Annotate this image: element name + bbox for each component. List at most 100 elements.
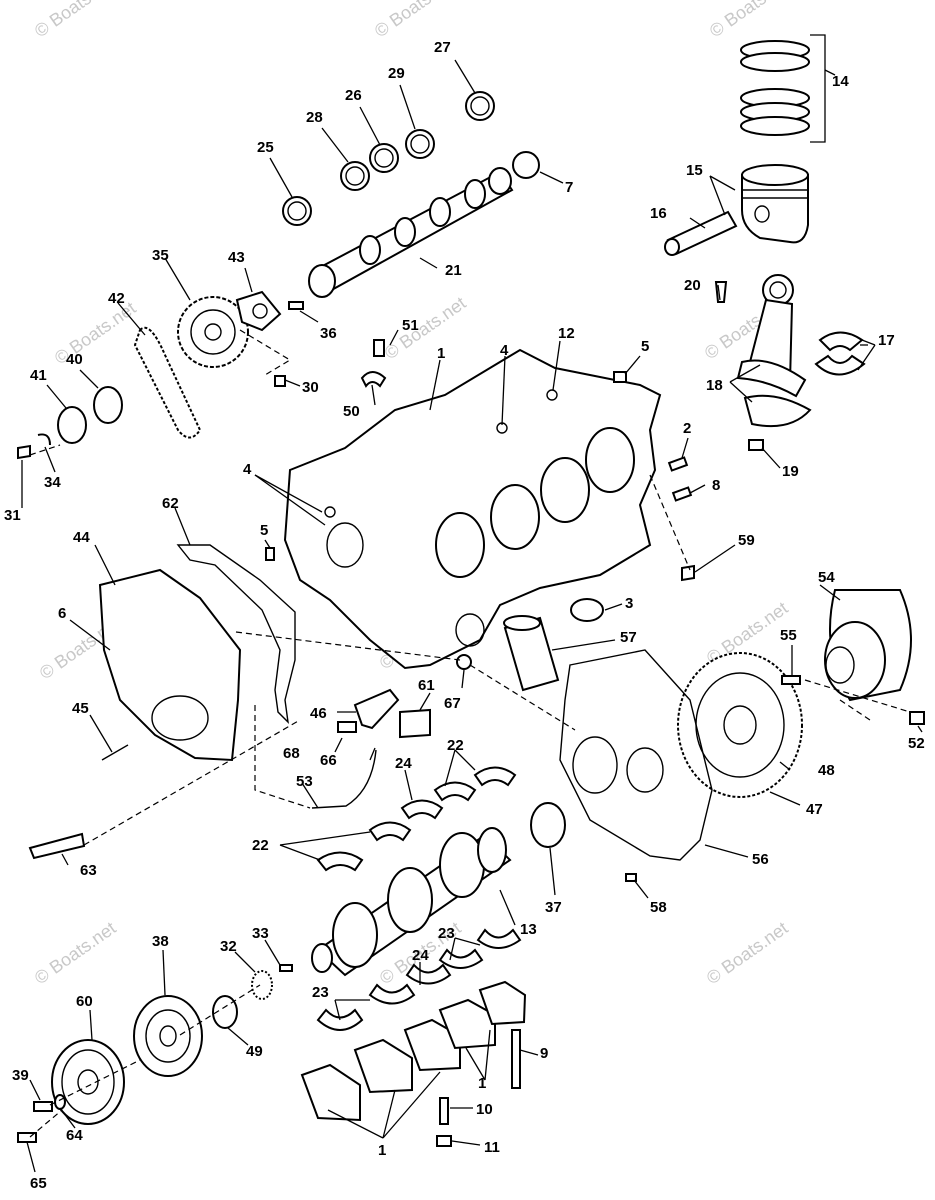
- cam-sprocket: [177, 296, 249, 368]
- watermark: © Boats.net: [31, 0, 120, 41]
- crank-gear: [251, 970, 273, 1000]
- callout-57: 57: [620, 629, 637, 646]
- callout-46: 46: [310, 705, 327, 722]
- expansion-plug: [570, 598, 604, 622]
- oil-filter: [503, 615, 560, 692]
- callout-60: 60: [76, 993, 93, 1010]
- watermark: © Boats.net: [703, 918, 792, 988]
- crank-sprocket: [57, 386, 123, 444]
- stud: [781, 675, 801, 685]
- callout-2: 2: [683, 420, 691, 437]
- main-cap-bolt: [511, 1029, 521, 1089]
- callout-27: 27: [434, 39, 451, 56]
- callout-21: 21: [445, 262, 462, 279]
- callout-42: 42: [108, 290, 125, 307]
- camshaft-bearing: [340, 161, 370, 191]
- callout-33: 33: [252, 925, 269, 942]
- dowel-pin: [288, 301, 304, 310]
- camshaft-bearing: [465, 91, 495, 121]
- callout-labels: 27 29 26 28 25 7 14 15 16 21 35 43 42 36…: [4, 39, 925, 1192]
- camshaft-bearing: [282, 196, 312, 226]
- callout-55: 55: [780, 627, 797, 644]
- callout-32: 32: [220, 938, 237, 955]
- harmonic-balancer: [133, 995, 203, 1077]
- callout-26: 26: [345, 87, 362, 104]
- callout-17: 17: [878, 332, 895, 349]
- callout-48: 48: [818, 762, 835, 779]
- bolt: [274, 375, 286, 387]
- callout-49: 49: [246, 1043, 263, 1060]
- callout-1: 1: [478, 1075, 486, 1092]
- rod-nut: [748, 439, 764, 451]
- cam-plug: [512, 151, 540, 179]
- rod-bolt: [714, 281, 728, 303]
- camshaft-bearing: [405, 129, 435, 159]
- connecting-rod: [736, 274, 812, 428]
- callout-16: 16: [650, 205, 667, 222]
- callout-35: 35: [152, 247, 169, 264]
- callout-5: 5: [641, 338, 649, 355]
- piston-rings: [740, 40, 810, 136]
- callout-31: 31: [4, 507, 21, 524]
- callout-24: 24: [412, 947, 429, 964]
- callout-44: 44: [73, 529, 90, 546]
- callout-15: 15: [686, 162, 703, 179]
- plug: [613, 371, 627, 383]
- bolt: [373, 339, 385, 357]
- callout-5: 5: [260, 522, 268, 539]
- piston-pin: [664, 210, 738, 256]
- leader-lines: [21, 34, 923, 1173]
- callout-11: 11: [484, 1139, 500, 1156]
- screw: [625, 873, 637, 882]
- callout-1: 1: [437, 345, 445, 362]
- callout-14: 14: [832, 73, 849, 90]
- watermark: © Boats.net: [706, 0, 795, 41]
- callout-13: 13: [520, 921, 537, 938]
- callout-41: 41: [30, 367, 47, 384]
- main-bearing-cap: [300, 980, 527, 1122]
- callout-58: 58: [650, 899, 667, 916]
- callout-36: 36: [320, 325, 337, 342]
- plug: [671, 486, 693, 502]
- stud: [439, 1097, 449, 1125]
- bolt: [28, 832, 86, 860]
- callout-9: 9: [540, 1045, 548, 1062]
- coupler: [824, 589, 912, 702]
- watermark: © Boats.net: [381, 293, 470, 363]
- crankshaft-key: [279, 964, 293, 972]
- flywheel: [677, 652, 803, 798]
- rear-seal: [530, 802, 566, 848]
- callout-67: 67: [444, 695, 461, 712]
- piston: [741, 164, 809, 244]
- callout-54: 54: [818, 569, 835, 586]
- callout-22: 22: [447, 737, 464, 754]
- callout-45: 45: [72, 700, 89, 717]
- callout-8: 8: [712, 477, 720, 494]
- callout-39: 39: [12, 1067, 29, 1084]
- crankshaft: [311, 827, 512, 977]
- washer: [54, 1094, 66, 1110]
- callout-30: 30: [302, 379, 319, 396]
- callout-28: 28: [306, 109, 323, 126]
- callout-51: 51: [402, 317, 419, 334]
- watermark: © Boats.net: [51, 298, 140, 368]
- callout-47: 47: [806, 801, 823, 818]
- bolt-screw: [17, 433, 51, 460]
- callout-4: 4: [243, 461, 252, 478]
- callout-4: 4: [500, 342, 509, 359]
- callout-63: 63: [80, 862, 97, 879]
- callout-1: 1: [378, 1142, 386, 1159]
- rod-bearing: [814, 331, 866, 376]
- callout-10: 10: [476, 1101, 493, 1118]
- alignment-lines: [29, 329, 911, 1138]
- watermark: © Boats.net: [31, 918, 120, 988]
- callout-68: 68: [283, 745, 300, 762]
- bolt: [681, 564, 695, 582]
- callout-19: 19: [782, 463, 799, 480]
- callout-53: 53: [296, 773, 313, 790]
- crank-pulley: [51, 1039, 125, 1125]
- callout-43: 43: [228, 249, 245, 266]
- callout-3: 3: [625, 595, 633, 612]
- camshaft-bearing: [369, 143, 399, 173]
